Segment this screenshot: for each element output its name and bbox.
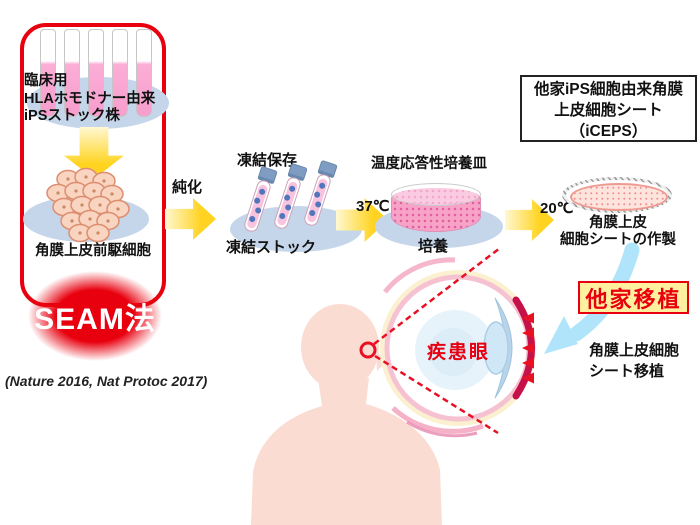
progenitor-label: 角膜上皮前駆細胞: [35, 243, 151, 259]
test-tube-icon: [136, 29, 152, 117]
test-tube-icon: [64, 29, 80, 117]
test-tube-icon: [40, 29, 56, 117]
dish-rim: [391, 183, 481, 206]
progenitor-cell-cluster-icon: [46, 167, 130, 243]
test-tube-icon: [88, 29, 104, 117]
allograft-label: 他家移植: [585, 286, 682, 312]
sheet-label: 角膜上皮 細胞シートの作製: [560, 215, 676, 248]
diseased-eye-label: 疾患眼: [427, 342, 491, 363]
callout-dashed-lines: [373, 247, 501, 435]
transplant-label: 角膜上皮細胞 シート移植: [589, 342, 680, 380]
cryo-vials-icon: [244, 160, 338, 232]
temp-37-label: 37℃: [356, 198, 390, 215]
arrow-right-icon: [165, 198, 216, 240]
cryo-label: 凍結ストック: [226, 239, 317, 256]
stock-label: 臨床用 HLAホモドナー由来 iPSストック株: [24, 73, 156, 125]
seam-method-burst: SEAM法: [28, 271, 162, 361]
dish-title: 温度応答性培養皿: [371, 156, 487, 172]
patient-silhouette: [251, 304, 442, 525]
purify-label: 純化: [172, 179, 203, 196]
eye-callout-circle: [359, 341, 377, 359]
culture-dish-icon: [391, 183, 481, 234]
cell-sheet-core: [570, 183, 668, 211]
test-tube-icon: [112, 29, 128, 117]
culture-label: 培養: [418, 238, 449, 255]
citation-text: (Nature 2016, Nat Protoc 2017): [5, 373, 208, 389]
cell-sheet-icon: [562, 177, 672, 213]
allograft-badge: 他家移植: [578, 281, 689, 314]
eye-diagram: [359, 247, 536, 438]
graft-direction-arrows-icon: [522, 312, 534, 384]
temp-20-label: 20℃: [540, 200, 574, 217]
iceps-product-box: 他家iPS細胞由来角膜 上皮細胞シート （iCEPS）: [520, 75, 697, 142]
cryo-title: 凍結保存: [237, 152, 298, 169]
seam-method-label: SEAM法: [34, 303, 156, 336]
